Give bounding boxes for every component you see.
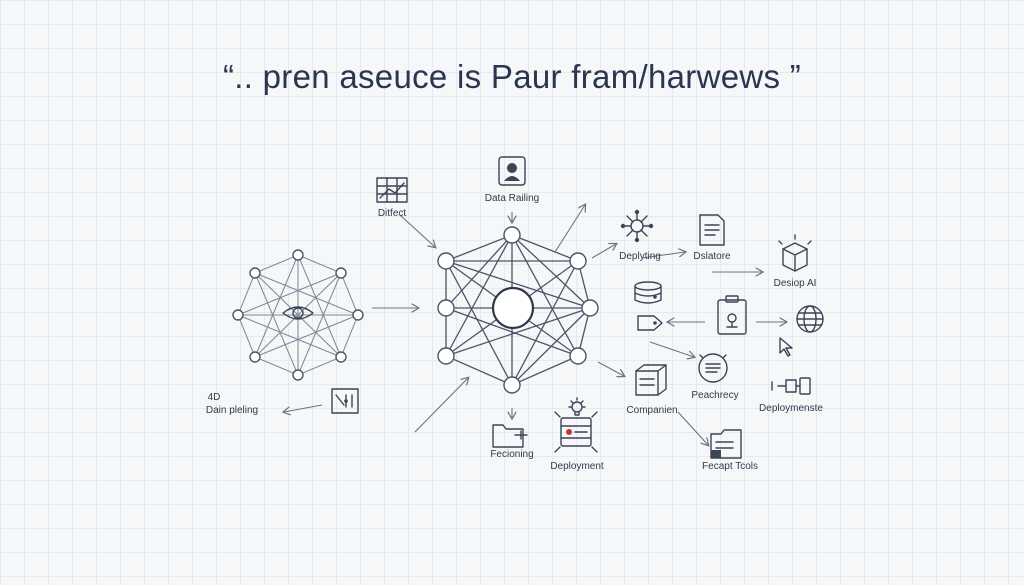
label-small-mark: 4D bbox=[207, 392, 221, 403]
label-ditfect: Ditfect bbox=[377, 208, 407, 219]
server-stack-icon bbox=[635, 364, 667, 396]
database-icon bbox=[634, 281, 662, 304]
box-3d-icon bbox=[778, 234, 812, 272]
label-fecapt-tools: Fecapt Tcols bbox=[702, 461, 758, 472]
tag-icon bbox=[637, 315, 663, 331]
left-network-nodes bbox=[232, 249, 364, 381]
chat-list-icon bbox=[698, 353, 728, 383]
globe-icon bbox=[796, 305, 824, 333]
folder-icon bbox=[710, 429, 742, 459]
grid-chart-icon bbox=[376, 177, 408, 203]
left-network bbox=[232, 249, 364, 381]
label-desiop-ai: Desiop AI bbox=[773, 278, 817, 289]
arrows bbox=[284, 205, 786, 445]
center-network-nodes bbox=[437, 226, 599, 394]
label-peachrecy: Peachrecy bbox=[691, 390, 739, 401]
label-data-railing: Data Railing bbox=[484, 193, 540, 204]
hub-node bbox=[491, 286, 535, 330]
lightbulb-icon bbox=[568, 397, 586, 416]
folder-icon bbox=[492, 424, 528, 448]
label-deploymenste: Deploymenste bbox=[759, 403, 823, 414]
document-icon bbox=[699, 214, 725, 246]
label-deployment: Deployment bbox=[550, 461, 604, 472]
page-title: “.. pren aseuce is Paur fram/harwews ” bbox=[222, 58, 802, 95]
network-hub-icon bbox=[620, 209, 654, 243]
clipboard-icon bbox=[717, 295, 747, 335]
label-companien: Companien bbox=[626, 405, 678, 416]
label-dain-pleling: Dain pleling bbox=[205, 405, 259, 416]
label-dslatore: Dslatore bbox=[693, 251, 731, 262]
plug-icon bbox=[771, 377, 811, 395]
cursor-icon bbox=[779, 337, 793, 357]
center-network bbox=[437, 226, 599, 394]
label-deplyting: Deplyting bbox=[619, 251, 661, 262]
person-badge-icon bbox=[498, 156, 526, 186]
eye-icon bbox=[282, 306, 314, 320]
film-strip-icon bbox=[554, 411, 598, 453]
label-fecioning: Fecioning bbox=[490, 449, 534, 460]
settings-panel-icon bbox=[331, 388, 359, 414]
